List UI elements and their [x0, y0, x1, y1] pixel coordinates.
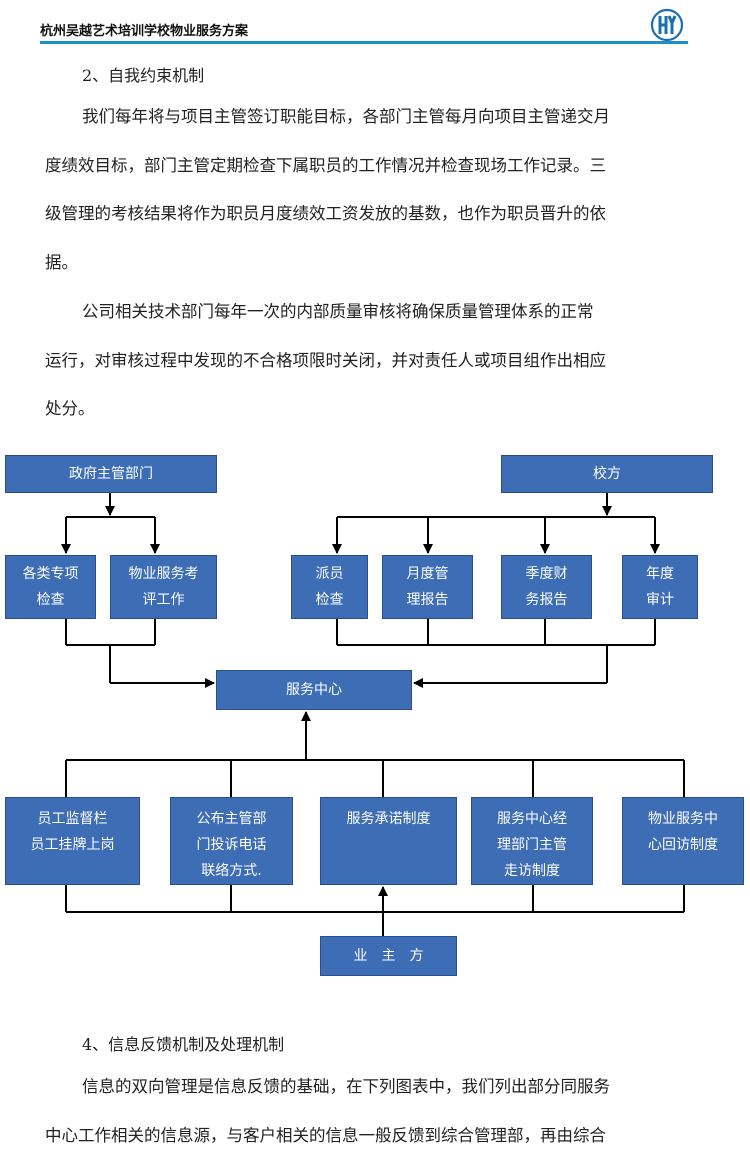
box-service-center: 服务中心: [216, 670, 412, 710]
text-line: 公司相关技术部门每年一次的内部质量审核将确保质量管理体系的正常: [82, 302, 594, 321]
box-line: 年度: [646, 566, 674, 582]
box-service-commitment: 服务承诺制度: [320, 797, 457, 885]
box-line: 理报告: [406, 592, 449, 608]
header-title: 杭州吴越艺术培训学校物业服务方案: [40, 24, 249, 39]
box-owner: 业 主 方: [320, 936, 457, 976]
box-dispatch-inspection: 派员 检查: [291, 555, 368, 619]
box-line: 公布主管部: [196, 811, 267, 827]
box-staff-supervision: 员工监督栏 员工挂牌上岗: [5, 797, 140, 885]
box-line: 派员: [315, 566, 344, 582]
diagram-connectors: [61, 493, 685, 936]
box-line: 检查: [315, 592, 344, 608]
box-line: 各类专项: [22, 566, 79, 582]
section-heading-feedback: 4、信息反馈机制及处理机制: [82, 1035, 285, 1054]
page-header: 杭州吴越艺术培训学校物业服务方案: [40, 8, 688, 46]
text-line: 信息的双向管理是信息反馈的基础，在下列图表中，我们列出部分同服务: [82, 1077, 610, 1096]
text-line: 运行，对审核过程中发现的不合格项限时关闭，并对责任人或项目组作出相应: [45, 350, 606, 370]
box-line: 务报告: [525, 592, 568, 608]
box-service-evaluation: 物业服务考 评工作: [110, 555, 217, 619]
box-line: 检查: [36, 592, 65, 608]
box-line: 员工监督栏: [37, 811, 108, 827]
text-line: 度绩效目标，部门主管定期检查下属职员的工作情况并检查现场工作记录。三: [45, 155, 606, 175]
text-line: 中心工作相关的信息源，与客户相关的信息一般反馈到综合管理部，再由综合: [45, 1125, 606, 1145]
box-line: 物业服务考: [128, 566, 199, 582]
box-line: 审计: [646, 592, 674, 608]
box-line: 季度财: [525, 566, 568, 582]
text-line: 我们每年将与项目主管签订职能目标，各部门主管每月向项目主管递交月: [82, 107, 610, 126]
box-government: 政府主管部门: [5, 455, 217, 493]
box-line: 评工作: [142, 592, 185, 608]
box-line: 物业服务中: [648, 811, 718, 827]
box-line: 员工挂牌上岗: [30, 837, 115, 853]
text-line: 据。: [45, 252, 78, 272]
box-annual-audit: 年度 审计: [622, 555, 698, 619]
box-line: 联络方式.: [201, 863, 262, 879]
box-manager-visit: 服务中心经 理部门主管 走访制度: [471, 797, 593, 885]
paragraph-2: 公司相关技术部门每年一次的内部质量审核将确保质量管理体系的正常 运行，对审核过程…: [45, 288, 695, 434]
box-line: 走访制度: [504, 863, 560, 879]
header-rule: [40, 41, 688, 44]
box-quarterly-report: 季度财 务报告: [501, 555, 592, 619]
section-heading-self-restraint: 2、自我约束机制: [82, 66, 205, 85]
box-line: 理部门主管: [497, 837, 567, 853]
HY-logo-icon: [650, 8, 684, 42]
box-return-visit: 物业服务中 心回访制度: [622, 797, 744, 885]
box-line: 服务承诺制度: [346, 811, 431, 827]
box-line: 门投诉电话: [196, 837, 267, 853]
box-line: 月度管: [406, 566, 449, 582]
box-complaint-phone: 公布主管部 门投诉电话 联络方式.: [170, 797, 293, 885]
text-line: 处分。: [45, 399, 95, 418]
box-school: 校方: [501, 455, 713, 493]
paragraph-3: 信息的双向管理是信息反馈的基础，在下列图表中，我们列出部分同服务 中心工作相关的…: [45, 1063, 695, 1160]
box-special-inspection: 各类专项 检查: [5, 555, 96, 619]
box-monthly-report: 月度管 理报告: [382, 555, 473, 619]
box-line: 服务中心经: [497, 811, 567, 827]
paragraph-1: 我们每年将与项目主管签订职能目标，各部门主管每月向项目主管递交月 度绩效目标，部…: [45, 93, 695, 287]
box-line: 心回访制度: [648, 837, 718, 853]
text-line: 级管理的考核结果将作为职员月度绩效工资发放的基数，也作为职员晋升的依: [45, 204, 606, 223]
